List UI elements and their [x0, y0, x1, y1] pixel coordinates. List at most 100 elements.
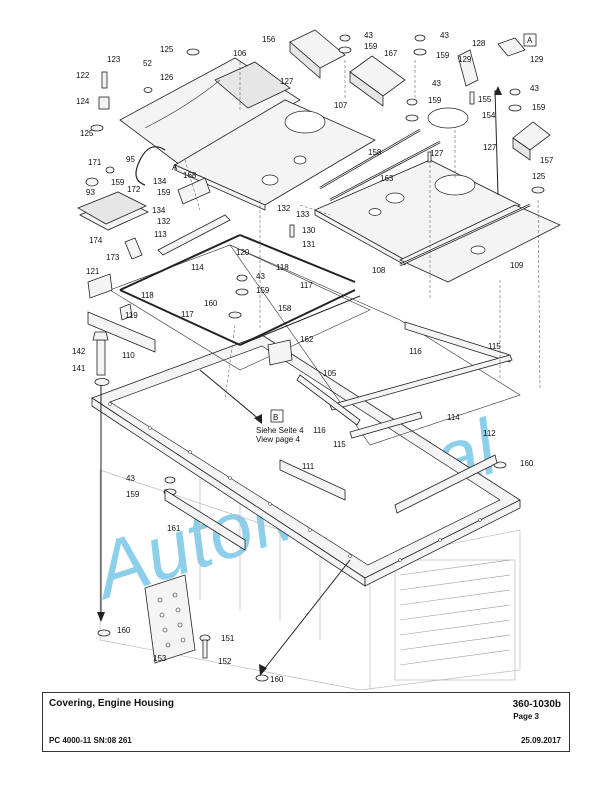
callout: 127 [430, 149, 444, 158]
callout: 152 [218, 657, 232, 666]
callout: 116 [313, 426, 326, 435]
callout: 158 [368, 148, 382, 157]
callout: 134 [153, 177, 167, 186]
callout: 110 [122, 351, 135, 360]
callout: 172 [127, 185, 141, 194]
callout: 141 [72, 364, 86, 373]
callout: 114 [447, 413, 460, 422]
callout: 112 [483, 429, 496, 438]
model-serial: PC 4000-11 SN:08 261 [49, 736, 132, 745]
view-b-text-en: View page 4 [256, 435, 300, 444]
callout: 159 [428, 96, 442, 105]
callout: 160 [270, 675, 284, 684]
callout: 155 [478, 95, 492, 104]
callout: 159 [436, 51, 450, 60]
callout: 129 [530, 55, 544, 64]
callout: 158 [278, 304, 292, 313]
callout: 168 [183, 171, 197, 180]
callout: 121 [86, 267, 100, 276]
callout: 109 [510, 261, 524, 270]
callout: 118 [276, 263, 289, 272]
small-parts-left [77, 166, 211, 299]
callout: 161 [167, 524, 181, 533]
callout: 159 [532, 103, 546, 112]
bolts [92, 71, 475, 659]
callout: 107 [334, 101, 348, 110]
view-b-letter: B [273, 413, 278, 422]
callout: 113 [154, 230, 167, 239]
callout: 117 [300, 281, 313, 290]
callout: 162 [300, 335, 314, 344]
callout: 130 [302, 226, 316, 235]
view-b-box [270, 409, 284, 423]
callout: 125 [80, 129, 94, 138]
callout: 132 [277, 204, 291, 213]
title-block: Covering, Engine Housing 360-1030b Page … [42, 692, 570, 752]
callout: 43 [364, 31, 373, 40]
callout: 160 [117, 626, 131, 635]
callout: 117 [181, 310, 194, 319]
callout: 111 [302, 462, 315, 471]
callout: 163 [380, 174, 394, 183]
callout: 134 [152, 206, 166, 215]
callout: 105 [323, 369, 337, 378]
callout: 127 [483, 143, 497, 152]
page-number: Page 3 [513, 712, 539, 721]
seal-strips [319, 128, 531, 267]
callout: 171 [88, 158, 102, 167]
callout: 154 [482, 111, 496, 120]
document-title: Covering, Engine Housing [49, 698, 175, 709]
callout: 119 [125, 311, 138, 320]
cover-109 [399, 204, 561, 283]
callout: 160 [204, 299, 218, 308]
callout: 159 [364, 42, 378, 51]
callout: 159 [111, 178, 125, 187]
assembly-arrows [97, 60, 541, 676]
view-a-box [523, 33, 537, 47]
callout: 43 [440, 31, 449, 40]
callout: 106 [233, 49, 247, 58]
rails-upper [119, 214, 361, 366]
callout: 157 [540, 156, 554, 165]
callout: A [172, 163, 178, 172]
plate-153 [144, 574, 196, 664]
callout: 173 [106, 253, 120, 262]
callout: A [527, 36, 533, 45]
exploded-parts-diagram: AutoManual [72, 29, 561, 690]
cover-107 [174, 99, 376, 211]
document-date: 25.09.2017 [520, 736, 561, 745]
callout: 156 [262, 35, 276, 44]
callout: 125 [160, 45, 174, 54]
callout: 123 [107, 55, 121, 64]
rails-lower [164, 454, 498, 551]
callout: 167 [384, 49, 398, 58]
callout: 159 [157, 188, 171, 197]
callout: 43 [432, 79, 441, 88]
callout: 43 [530, 84, 539, 93]
callout: 52 [143, 59, 152, 68]
callout: 128 [472, 39, 486, 48]
nuts-washers [90, 34, 545, 682]
callout: 93 [86, 188, 95, 197]
hoods [289, 29, 551, 161]
rails-left [87, 303, 156, 353]
callout: 127 [280, 77, 294, 86]
callout: 159 [256, 286, 270, 295]
callout: 124 [76, 97, 90, 106]
view-b-text-de: Siehe Seite 4 [256, 426, 304, 435]
callout: 153 [153, 654, 167, 663]
callout: 159 [126, 490, 140, 499]
callout: 120 [236, 248, 250, 257]
callout: 125 [532, 172, 546, 181]
cover-106 [119, 57, 301, 186]
callout: 122 [76, 71, 90, 80]
rails-right [296, 321, 513, 439]
callout: 133 [296, 210, 310, 219]
callout: 114 [191, 263, 204, 272]
callout: 116 [409, 347, 422, 356]
callout: 43 [256, 272, 265, 281]
callout: 126 [160, 73, 174, 82]
cover-108 [314, 159, 521, 266]
callout: 142 [72, 347, 86, 356]
callout: 129 [458, 55, 472, 64]
